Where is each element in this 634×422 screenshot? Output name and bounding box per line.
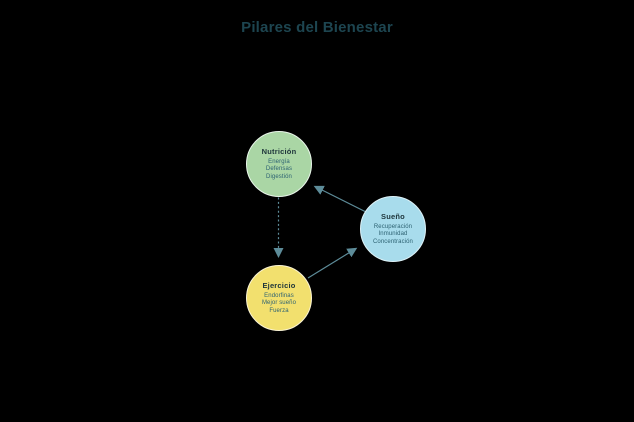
- node-subline: Digestión: [266, 173, 292, 180]
- diagram-title: Pilares del Bienestar: [241, 19, 393, 36]
- node-subline: Endorfinas: [264, 292, 294, 299]
- edge-sueno-to-nutricion: [313, 185, 371, 215]
- node-subline: Energía: [268, 158, 290, 165]
- node-subline: Inmunidad: [378, 231, 408, 238]
- node-subline: Recuperación: [373, 223, 413, 230]
- node-nutricion: Nutrición Energía Defensas Digestión: [246, 131, 312, 197]
- node-sueno: Sueño Recuperación Inmunidad Concentraci…: [360, 196, 426, 262]
- node-label: Nutrición: [261, 146, 297, 156]
- node-subline: Mejor sueño: [261, 300, 297, 307]
- solid-arrow-line: [307, 247, 358, 279]
- node-label: Ejercicio: [262, 280, 296, 290]
- node-subline: Defensas: [265, 166, 293, 173]
- node-sublines: Recuperación Inmunidad Concentración: [373, 224, 413, 246]
- node-ejercicio: Ejercicio Endorfinas Mejor sueño Fuerza: [246, 265, 312, 331]
- node-subline: Concentración: [373, 238, 413, 245]
- node-label: Sueño: [381, 211, 405, 221]
- solid-arrow-line: [313, 185, 371, 215]
- node-sublines: Energía Defensas Digestión: [266, 159, 292, 181]
- node-sublines: Endorfinas Mejor sueño Fuerza: [262, 293, 296, 315]
- node-subline: Fuerza: [269, 307, 289, 314]
- edge-ejercicio-to-sueno: [307, 247, 358, 279]
